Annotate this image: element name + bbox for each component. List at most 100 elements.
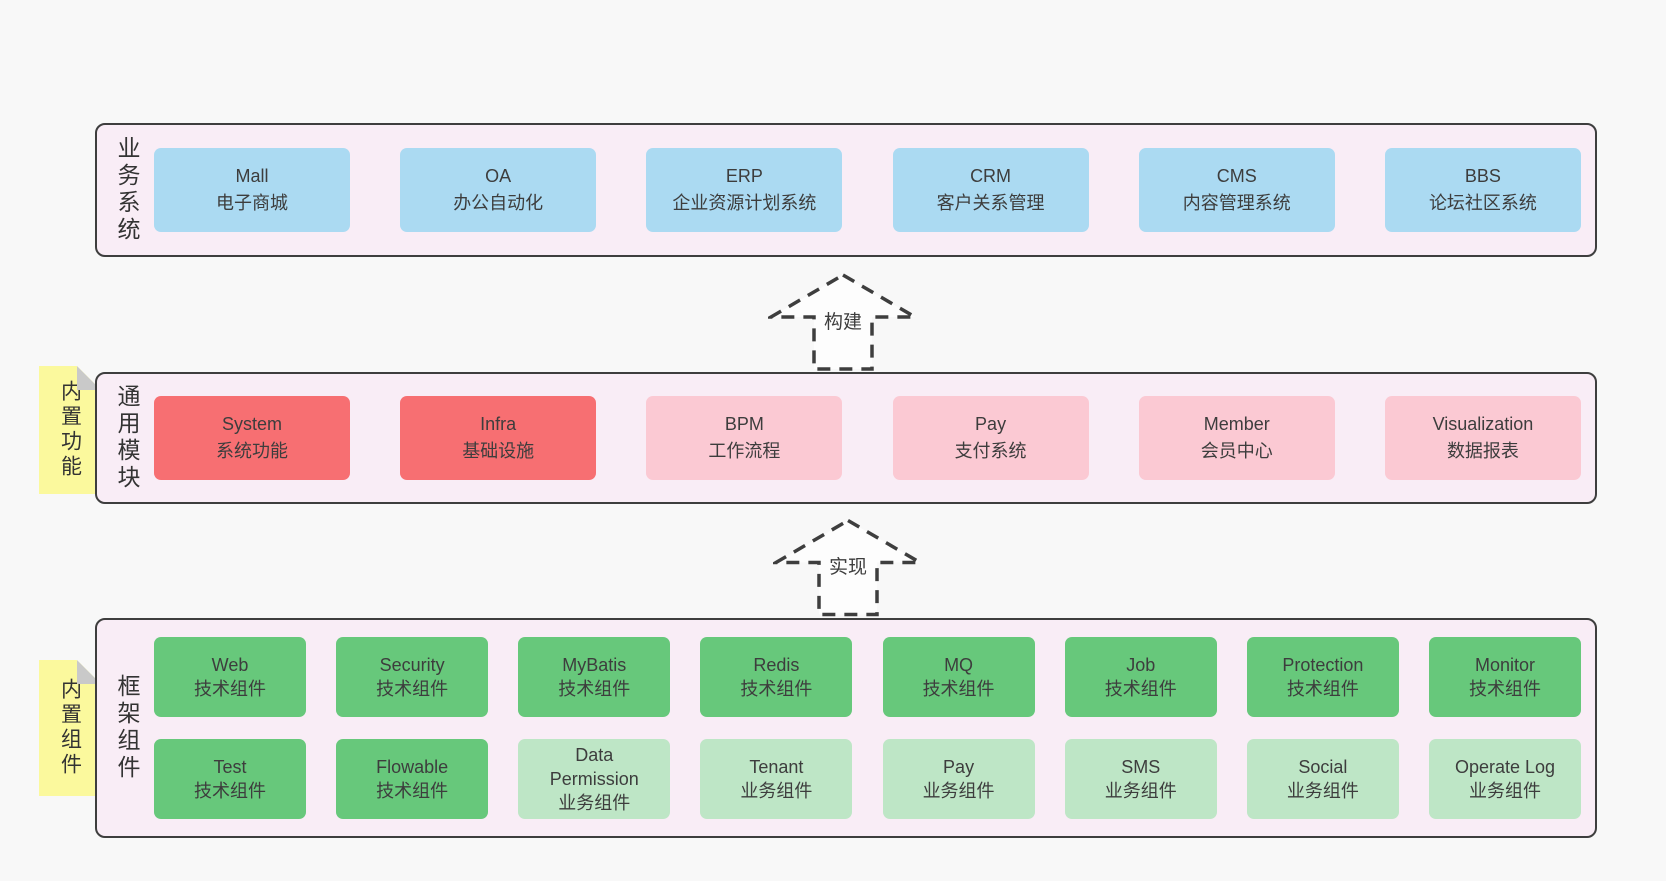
layer-modules-label: 通用模块 bbox=[114, 384, 140, 492]
layer-components-rows: Web 技术组件 Security 技术组件 MyBatis 技术组件 Redi… bbox=[154, 637, 1595, 819]
layer-framework-components: 框架组件 Web 技术组件 Security 技术组件 MyBatis 技术组件… bbox=[95, 618, 1597, 838]
box-subtitle: 业务组件 bbox=[1286, 781, 1359, 801]
layer-business-systems: 业务系统 Mall 电子商城 OA 办公自动化 ERP 企业资源计划系统 CRM… bbox=[95, 123, 1597, 257]
box-web: Web 技术组件 bbox=[154, 637, 306, 717]
box-title: Pay bbox=[975, 414, 1007, 434]
box-title: SMS bbox=[1121, 757, 1161, 777]
box-cms: CMS 内容管理系统 bbox=[1138, 148, 1335, 232]
box-social: Social 业务组件 bbox=[1246, 739, 1399, 819]
box-subtitle: 工作流程 bbox=[708, 441, 781, 461]
box-title: Protection bbox=[1282, 655, 1364, 675]
box-bbs: BBS 论坛社区系统 bbox=[1384, 148, 1581, 232]
implement-arrow-label: 实现 bbox=[828, 557, 867, 578]
box-title: Infra bbox=[480, 414, 517, 434]
box-title: Job bbox=[1126, 655, 1156, 675]
layer-components-label: 框架组件 bbox=[114, 674, 140, 782]
box-subtitle: 论坛社区系统 bbox=[1428, 193, 1537, 213]
box-row: System 系统功能 Infra 基础设施 BPM 工作流程 Pay 支付系统… bbox=[154, 396, 1581, 480]
box-title: Security bbox=[379, 655, 445, 675]
box-title: Monitor bbox=[1474, 655, 1535, 675]
box-title: Social bbox=[1298, 757, 1348, 777]
build-arrow: 构建 bbox=[768, 272, 918, 372]
box-title: BBS bbox=[1464, 166, 1501, 186]
sticky-note-text: 内置组件 bbox=[58, 678, 82, 778]
box-crm: CRM 客户关系管理 bbox=[892, 148, 1089, 232]
box-title: Visualization bbox=[1432, 414, 1534, 434]
layer-business-label: 业务系统 bbox=[114, 136, 140, 244]
sticky-note-text: 内置功能 bbox=[58, 380, 82, 480]
box-security: Security 技术组件 bbox=[336, 637, 489, 717]
box-title: Mall bbox=[235, 166, 269, 186]
box-title: CMS bbox=[1216, 166, 1257, 186]
box-oa: OA 办公自动化 bbox=[400, 148, 597, 232]
box-subtitle: 技术组件 bbox=[558, 679, 631, 699]
box-subtitle: 技术组件 bbox=[376, 679, 449, 699]
box-pay-business: Pay 业务组件 bbox=[882, 739, 1035, 819]
box-row: Mall 电子商城 OA 办公自动化 ERP 企业资源计划系统 CRM 客户关系… bbox=[154, 148, 1581, 232]
implement-arrow: 实现 bbox=[773, 517, 923, 618]
sticky-note-builtin-functions: 内置功能 bbox=[39, 366, 101, 494]
box-monitor: Monitor 技术组件 bbox=[1428, 637, 1581, 717]
box-subtitle: 会员中心 bbox=[1200, 441, 1273, 461]
box-title: Tenant bbox=[749, 757, 804, 777]
box-row: Web 技术组件 Security 技术组件 MyBatis 技术组件 Redi… bbox=[154, 637, 1581, 717]
box-operate-log: Operate Log 业务组件 bbox=[1428, 739, 1581, 819]
box-subtitle: 企业资源计划系统 bbox=[672, 193, 817, 213]
box-subtitle: 电子商城 bbox=[216, 193, 288, 213]
box-pay: Pay 支付系统 bbox=[892, 396, 1089, 480]
box-subtitle: 技术组件 bbox=[1104, 679, 1177, 699]
up-block-arrow-icon bbox=[773, 518, 923, 617]
box-system: System 系统功能 bbox=[154, 396, 350, 480]
box-data-permission: Data Permission 业务组件 bbox=[518, 739, 671, 819]
box-subtitle: 业务组件 bbox=[922, 781, 995, 801]
box-subtitle: 技术组件 bbox=[194, 679, 266, 699]
box-subtitle: 业务组件 bbox=[1468, 781, 1541, 801]
box-mall: Mall 电子商城 bbox=[154, 148, 350, 232]
box-visualization: Visualization 数据报表 bbox=[1384, 396, 1581, 480]
box-title: Flowable bbox=[376, 757, 449, 777]
box-subtitle: 技术组件 bbox=[922, 679, 995, 699]
box-subtitle: 技术组件 bbox=[1468, 679, 1541, 699]
box-subtitle: 业务组件 bbox=[558, 793, 631, 813]
box-subtitle: 系统功能 bbox=[216, 441, 288, 461]
box-subtitle: 技术组件 bbox=[1286, 679, 1359, 699]
box-title: BPM bbox=[724, 414, 764, 434]
box-subtitle: 技术组件 bbox=[740, 679, 813, 699]
box-subtitle: 技术组件 bbox=[194, 781, 266, 801]
sticky-note-builtin-components: 内置组件 bbox=[39, 660, 101, 796]
box-title: MQ bbox=[944, 655, 974, 675]
box-mybatis: MyBatis 技术组件 bbox=[518, 637, 671, 717]
box-title: Pay bbox=[943, 757, 975, 777]
box-infra: Infra 基础设施 bbox=[400, 396, 597, 480]
box-flowable: Flowable 技术组件 bbox=[336, 739, 489, 819]
box-row: Test 技术组件 Flowable 技术组件 Data Permission … bbox=[154, 739, 1581, 819]
box-member: Member 会员中心 bbox=[1138, 396, 1335, 480]
box-subtitle: 内容管理系统 bbox=[1182, 193, 1291, 213]
box-redis: Redis 技术组件 bbox=[700, 637, 853, 717]
box-title: ERP bbox=[725, 166, 763, 186]
box-test: Test 技术组件 bbox=[154, 739, 306, 819]
box-title: System bbox=[221, 414, 282, 434]
box-subtitle: 技术组件 bbox=[376, 781, 449, 801]
box-title: OA bbox=[485, 166, 512, 186]
layer-modules-rows: System 系统功能 Infra 基础设施 BPM 工作流程 Pay 支付系统… bbox=[154, 396, 1595, 480]
box-subtitle: 基础设施 bbox=[462, 441, 535, 461]
box-title: Test bbox=[213, 757, 247, 777]
build-arrow-label: 构建 bbox=[823, 312, 862, 333]
box-subtitle: 数据报表 bbox=[1446, 441, 1519, 461]
box-erp: ERP 企业资源计划系统 bbox=[646, 148, 843, 232]
box-subtitle: 业务组件 bbox=[1104, 781, 1177, 801]
layer-common-modules: 通用模块 System 系统功能 Infra 基础设施 BPM 工作流程 Pay… bbox=[95, 372, 1597, 504]
box-subtitle: 业务组件 bbox=[740, 781, 813, 801]
box-title: Data Permission bbox=[549, 745, 639, 789]
up-block-arrow-icon bbox=[768, 272, 918, 371]
box-title: Operate Log bbox=[1454, 757, 1556, 777]
box-job: Job 技术组件 bbox=[1064, 637, 1217, 717]
box-mq: MQ 技术组件 bbox=[882, 637, 1035, 717]
box-bpm: BPM 工作流程 bbox=[646, 396, 843, 480]
box-tenant: Tenant 业务组件 bbox=[700, 739, 853, 819]
box-subtitle: 客户关系管理 bbox=[936, 193, 1045, 213]
box-title: CRM bbox=[970, 166, 1012, 186]
layer-business-rows: Mall 电子商城 OA 办公自动化 ERP 企业资源计划系统 CRM 客户关系… bbox=[154, 148, 1595, 232]
